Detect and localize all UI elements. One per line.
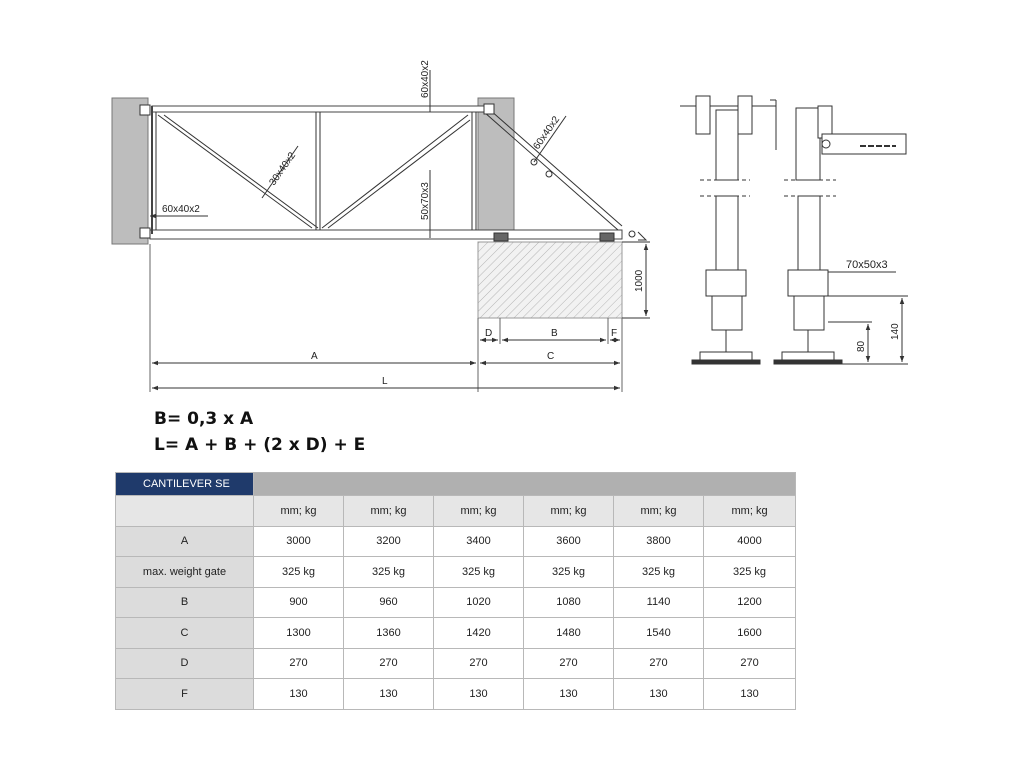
dimension-c-label: C [547, 351, 554, 362]
foundation-block [477, 241, 623, 319]
diagonal-profile-label: 60x40x2 [531, 114, 562, 152]
table-cell: 3800 [613, 525, 704, 557]
table-cell: 325 kg [343, 556, 434, 588]
table-title: CANTILEVER SE [115, 472, 254, 496]
table-cell: 1600 [702, 617, 797, 649]
row-label: F [115, 678, 254, 710]
table-cell: 130 [613, 678, 704, 710]
dimension-a-label: A [311, 351, 318, 362]
table-cell: mm; kg [433, 495, 524, 527]
table-unit-row: mm; kg mm; kg mm; kg mm; kg mm; kg mm; k… [115, 495, 797, 527]
carriage-side-view-right [773, 105, 908, 365]
table-cell: 325 kg [613, 556, 704, 588]
table-cell: 1020 [433, 586, 524, 618]
table-cell: 270 [613, 647, 704, 679]
table-cell: mm; kg [343, 495, 434, 527]
foundation-depth-label: 1000 [634, 269, 645, 292]
gate-technical-drawing: 60x40x2 60x40x2 30x40x2 60x40x2 50x70x3 … [111, 60, 908, 392]
table-cell: 270 [343, 647, 434, 679]
table-cell: 325 kg [523, 556, 614, 588]
row-label: D [115, 647, 254, 679]
table-cell: 3600 [523, 525, 614, 557]
row-label: C [115, 617, 254, 649]
table-cell: 325 kg [253, 556, 344, 588]
table-cell: mm; kg [253, 495, 344, 527]
table-cell [115, 495, 254, 527]
table-cell: 130 [343, 678, 434, 710]
bottom-profile-label: 50x70x3 [420, 182, 431, 220]
table-cell: 270 [702, 647, 797, 679]
dimension-b-label: B [551, 328, 558, 339]
table-cell: 1540 [613, 617, 704, 649]
dimension-l-label: L [382, 376, 388, 387]
formula-block: B= 0,3 x A L= A + B + (2 x D) + E [154, 406, 365, 458]
table-cell: 130 [523, 678, 614, 710]
formula-l: L= A + B + (2 x D) + E [154, 435, 366, 455]
table-cell: 270 [433, 647, 524, 679]
carriage-profile-label: 70x50x3 [846, 259, 888, 271]
table-cell: 1480 [523, 617, 614, 649]
row-label: B [115, 586, 254, 618]
formula-b: B= 0,3 x A [154, 409, 254, 429]
table-cell: 1140 [613, 586, 704, 618]
specification-table: CANTILEVER SE mm; kg mm; kg mm; kg mm; k… [115, 472, 797, 710]
table-title-fill [252, 472, 797, 496]
table-cell: 3400 [433, 525, 524, 557]
table-cell: 1360 [343, 617, 434, 649]
table-cell: 3200 [343, 525, 434, 557]
brace-profile-label: 30x40x2 [267, 150, 298, 188]
table-cell: 4000 [702, 525, 797, 557]
table-cell: 130 [433, 678, 524, 710]
table-cell: 130 [702, 678, 797, 710]
row-label: A [115, 525, 254, 557]
dimension-f-label: F [611, 328, 617, 339]
table-cell: mm; kg [523, 495, 614, 527]
table-cell: 325 kg [702, 556, 797, 588]
table-cell: 1300 [253, 617, 344, 649]
left-profile-label: 60x40x2 [162, 204, 200, 215]
dimension-80-label: 80 [856, 340, 867, 352]
dimension-140-label: 140 [890, 323, 901, 340]
table-cell: mm; kg [613, 495, 704, 527]
gate-front-view [111, 70, 650, 392]
table-cell: 130 [253, 678, 344, 710]
table-cell: 1080 [523, 586, 614, 618]
table-cell: 1420 [433, 617, 524, 649]
table-cell: 270 [253, 647, 344, 679]
row-label: max. weight gate [115, 556, 254, 588]
table-title-row: CANTILEVER SE [115, 472, 797, 496]
table-cell: 1200 [702, 586, 797, 618]
left-post [111, 97, 149, 245]
right-post [477, 97, 515, 231]
dimension-d-label: D [485, 328, 492, 339]
table-cell: mm; kg [702, 495, 797, 527]
top-profile-label: 60x40x2 [420, 60, 431, 98]
table-cell: 270 [523, 647, 614, 679]
carriage-side-view-left [680, 95, 777, 365]
table-cell: 900 [253, 586, 344, 618]
table-cell: 960 [343, 586, 434, 618]
table-cell: 3000 [253, 525, 344, 557]
table-cell: 325 kg [433, 556, 524, 588]
